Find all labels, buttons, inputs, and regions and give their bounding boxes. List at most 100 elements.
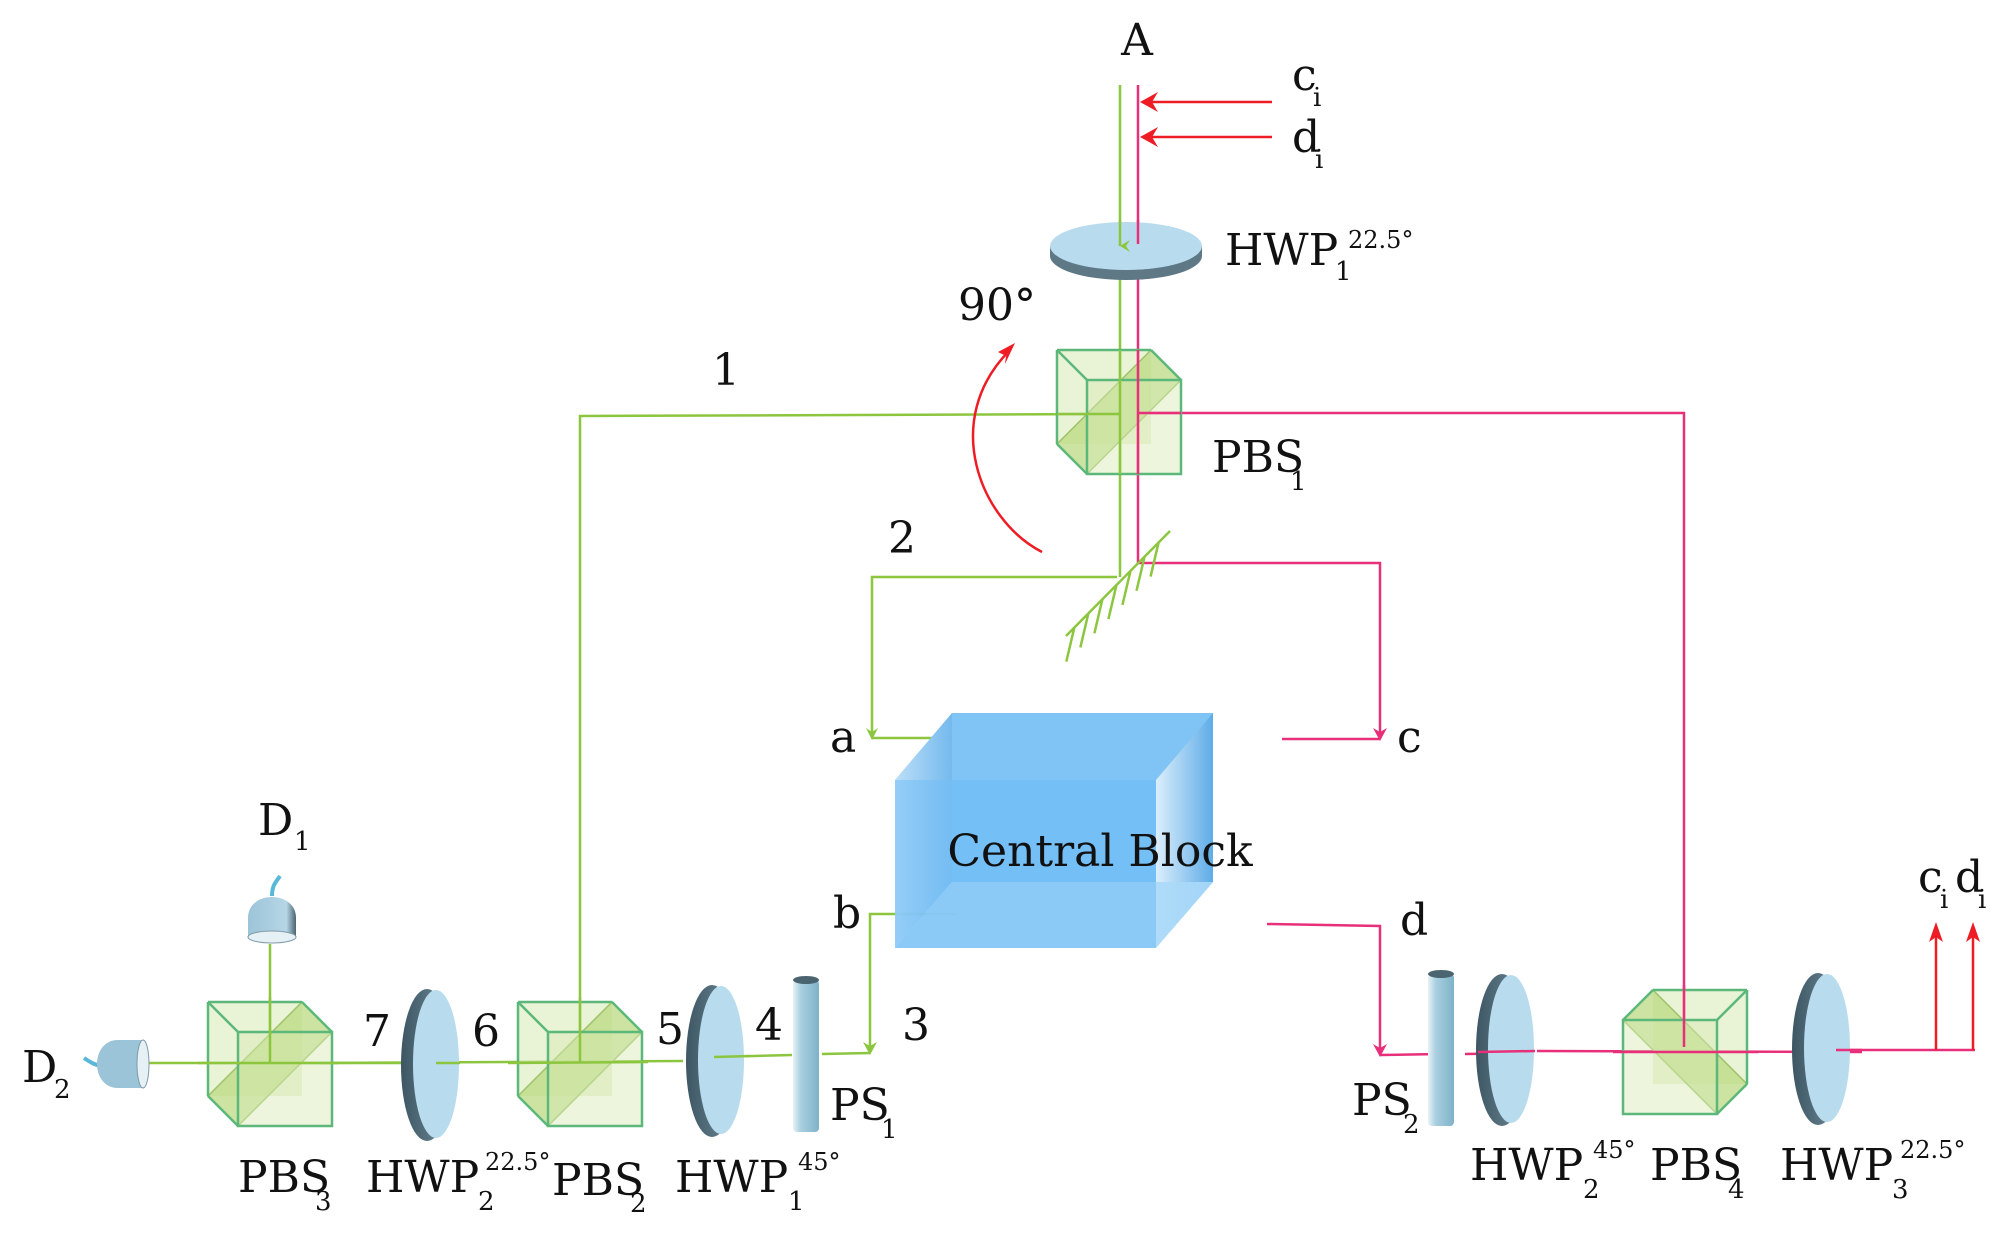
output-di-base: d: [1955, 852, 1983, 903]
output-arrow-ci: [1929, 922, 1943, 1050]
path-number-1: 1: [712, 345, 740, 396]
pbs1-base: PBS: [1212, 432, 1304, 483]
arrowhead-a: [866, 728, 878, 740]
pbs1-cube: [1055, 348, 1183, 476]
path-number-7: 7: [363, 1006, 391, 1057]
pbs2-base: PBS: [552, 1155, 644, 1206]
hwp2-left-waveplate: [401, 989, 460, 1141]
pbs4-cube: [1613, 985, 1758, 1116]
hwp1-left-sup: 45°: [798, 1148, 841, 1176]
hwp1-left-label: HWP 1 45°: [675, 1148, 841, 1217]
d2-base: D: [22, 1042, 57, 1093]
output-ci-base: c: [1918, 852, 1943, 903]
mirror-hatch-line: [1121, 570, 1132, 606]
pbs1-label: PBS 1: [1212, 432, 1307, 497]
hwp2-right-waveplate: [1476, 974, 1536, 1126]
hwp1-left-base: HWP: [675, 1152, 788, 1203]
pbs2-cube: [507, 997, 649, 1128]
input-di-sub: i: [1315, 145, 1323, 175]
path-number-2: 2: [888, 513, 916, 564]
input-ci-sub: i: [1313, 83, 1321, 113]
hwp2-right-base: HWP: [1470, 1140, 1583, 1191]
hwp2-right-label: HWP 2 45°: [1470, 1136, 1636, 1205]
hwp2-left-sub: 2: [478, 1187, 495, 1217]
hwp1-top-waveplate: [1050, 220, 1202, 280]
output-label-ci: c i: [1918, 852, 1948, 915]
pbs2-sub: 2: [630, 1189, 647, 1219]
pbs4-label: PBS 4: [1650, 1140, 1745, 1205]
hwp3-right-base: HWP: [1780, 1140, 1893, 1191]
mirror-hatch-line: [1135, 556, 1146, 592]
output-label-di: d i: [1955, 852, 1986, 915]
hwp2-left-base: HWP: [366, 1152, 479, 1203]
mirror: [1065, 530, 1171, 662]
green-path-3: [821, 1051, 871, 1056]
hwp1-top-sub: 1: [1335, 257, 1352, 287]
mirror-hatch-line: [1149, 542, 1160, 577]
path-number-3: 3: [902, 1000, 930, 1051]
rotation-arrow: [971, 343, 1043, 554]
green-path-2: [870, 575, 1117, 734]
hwp3-right-sub: 3: [1892, 1175, 1909, 1205]
d1-sub: 1: [294, 827, 311, 857]
hwp3-right-sup: 22.5°: [1900, 1136, 1965, 1164]
hwp2-right-sub: 2: [1583, 1175, 1600, 1205]
mirror-hatch-line: [1107, 584, 1118, 620]
hwp1-left-waveplate: [686, 985, 751, 1137]
pbs3-label: PBS 3: [238, 1152, 332, 1217]
rotation-label: 90°: [958, 280, 1036, 331]
central-block: Central Block: [895, 713, 1253, 948]
output-di-sub: i: [1978, 885, 1986, 915]
d2-label: D 2: [22, 1042, 71, 1105]
input-label-ci: c i: [1292, 50, 1321, 113]
arrowhead-d: [1373, 1044, 1387, 1057]
ps1-phase-shifter: [793, 976, 819, 1132]
hwp3-right-waveplate: [1792, 973, 1862, 1125]
port-label-a: a: [830, 712, 856, 763]
input-label-di: d i: [1292, 112, 1323, 175]
ps2-label: PS 2: [1352, 1075, 1420, 1140]
pbs4-base: PBS: [1650, 1140, 1742, 1191]
hwp2-left-sup: 22.5°: [485, 1148, 550, 1176]
arrowhead-3: [863, 1042, 877, 1055]
hwp3-right-label: HWP 3 22.5°: [1780, 1136, 1965, 1205]
port-label-b: b: [833, 888, 861, 939]
mirror-hatch-line: [1093, 598, 1104, 634]
input-di-base: d: [1292, 112, 1320, 163]
pbs3-sub: 3: [315, 1187, 332, 1217]
hwp2-right-sup: 45°: [1593, 1136, 1636, 1164]
pbs1-sub: 1: [1290, 467, 1307, 497]
pbs3-cube: [198, 997, 338, 1128]
central-block-label: Central Block: [947, 826, 1253, 877]
mirror-hatch-line: [1079, 613, 1090, 648]
ps1-base: PS: [830, 1080, 890, 1131]
input-arrow-ci: [1140, 92, 1272, 112]
output-arrow-di: [1966, 922, 1980, 1050]
path-number-4: 4: [755, 1000, 783, 1051]
hwp1-top-label: HWP 1 22.5°: [1225, 225, 1413, 287]
magenta-path-right: [1140, 411, 1686, 1047]
ps1-sub: 1: [881, 1115, 898, 1145]
hwp1-left-sub: 1: [788, 1187, 805, 1217]
detector-d2: [82, 1039, 150, 1089]
pbs2-label: PBS 2: [552, 1155, 647, 1219]
d1-base: D: [258, 795, 293, 846]
ps1-label: PS 1: [830, 1080, 898, 1145]
output-ci-sub: i: [1940, 885, 1948, 915]
pbs4-sub: 4: [1728, 1175, 1745, 1205]
hwp2-left-label: HWP 2 22.5°: [366, 1148, 550, 1217]
magenta-path-d: [1266, 922, 1382, 1050]
arrowhead-c: [1373, 728, 1387, 741]
port-label-d: d: [1400, 895, 1428, 946]
path-number-6: 6: [472, 1006, 500, 1057]
mirror-hatch-line: [1065, 627, 1076, 662]
ps2-sub: 2: [1403, 1110, 1420, 1140]
magenta-path-to-c: [1138, 561, 1382, 734]
ps2-base: PS: [1352, 1075, 1412, 1126]
source-label-a: A: [1120, 15, 1154, 66]
port-label-c: c: [1397, 712, 1422, 763]
hwp1-top-sup: 22.5°: [1348, 226, 1413, 254]
detector-d1: [247, 874, 297, 944]
path-number-5: 5: [656, 1004, 684, 1055]
